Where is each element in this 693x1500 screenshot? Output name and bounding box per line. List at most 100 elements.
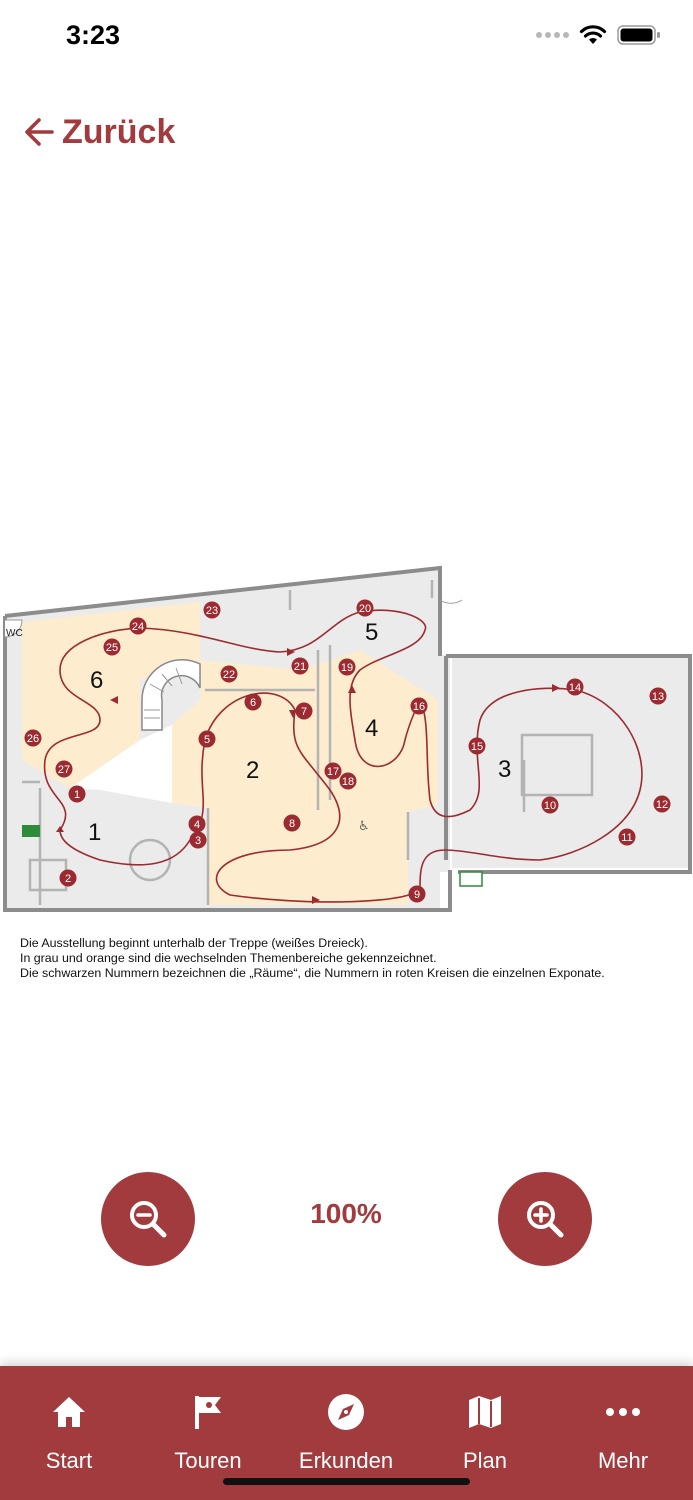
svg-text:9: 9: [414, 889, 420, 901]
exhibit-marker[interactable]: 10: [541, 796, 559, 814]
tab-label: Start: [45, 1448, 93, 1473]
exhibit-marker[interactable]: 20: [356, 599, 374, 617]
wheelchair-icon: ♿: [358, 819, 370, 834]
exhibit-marker[interactable]: 27: [55, 760, 73, 778]
svg-text:11: 11: [621, 832, 632, 844]
zoom-level: 100%: [310, 1198, 382, 1229]
svg-text:16: 16: [413, 701, 425, 713]
svg-text:19: 19: [341, 662, 353, 674]
flag-icon: [188, 1392, 228, 1432]
svg-text:15: 15: [471, 741, 483, 753]
exhibit-marker[interactable]: 7: [295, 702, 313, 720]
zoom-in-icon: [527, 1201, 564, 1238]
exhibit-marker[interactable]: 24: [129, 617, 147, 635]
svg-text:18: 18: [342, 776, 354, 788]
status-bar: 3:23: [0, 0, 693, 80]
tab-label: Plan: [462, 1448, 508, 1473]
zoom-in-button[interactable]: [498, 1172, 592, 1266]
floor-plan-map[interactable]: WC ♿ 1 2 3 4 5 6 1 2 3: [0, 560, 693, 990]
svg-text:10: 10: [544, 800, 556, 812]
exhibit-marker[interactable]: 18: [339, 772, 357, 790]
floor-plan-drawing: WC ♿ 1 2 3 4 5 6 1 2 3: [3, 565, 692, 912]
zoom-out-icon: [130, 1201, 167, 1238]
svg-text:27: 27: [58, 764, 70, 776]
caption-line: Die schwarzen Nummern bezeichnen die „Rä…: [20, 966, 605, 981]
exhibit-marker[interactable]: 4: [188, 815, 206, 833]
svg-text:5: 5: [204, 734, 210, 746]
status-time: 3:23: [66, 20, 121, 50]
wifi-icon: [579, 25, 607, 44]
svg-text:3: 3: [195, 835, 201, 847]
exhibit-marker[interactable]: 2: [59, 869, 77, 887]
exhibit-marker[interactable]: 11: [618, 828, 636, 846]
exhibit-marker[interactable]: 3: [189, 831, 207, 849]
more-icon: [603, 1392, 643, 1432]
tab-touren[interactable]: Touren: [139, 1366, 277, 1500]
caption-line: Die Ausstellung beginnt unterhalb der Tr…: [20, 936, 368, 950]
tab-start[interactable]: Start: [0, 1366, 138, 1500]
tab-plan[interactable]: Plan: [416, 1366, 554, 1500]
svg-text:23: 23: [206, 605, 218, 617]
back-button[interactable]: Zurück: [22, 108, 175, 156]
battery-icon: [617, 25, 660, 45]
svg-text:26: 26: [27, 733, 39, 745]
tab-bar: Start Touren Erkunden Plan Mehr: [0, 1366, 693, 1500]
exhibit-marker[interactable]: 9: [408, 885, 426, 903]
svg-text:22: 22: [223, 669, 235, 681]
svg-text:4: 4: [194, 819, 200, 831]
svg-text:20: 20: [359, 603, 371, 615]
exhibit-marker[interactable]: 17: [324, 762, 342, 780]
arrow-left-icon: [25, 118, 54, 146]
svg-text:17: 17: [327, 766, 339, 778]
svg-text:21: 21: [294, 661, 306, 673]
home-icon: [49, 1392, 89, 1432]
exhibit-marker[interactable]: 23: [203, 601, 221, 619]
compass-icon: [326, 1392, 366, 1432]
exhibit-marker[interactable]: 6: [244, 693, 262, 711]
home-indicator: [223, 1478, 470, 1485]
exhibit-marker[interactable]: 5: [198, 730, 216, 748]
emergency-exit-icon: [22, 825, 40, 837]
svg-text:25: 25: [106, 642, 118, 654]
cellular-signal-icon: [536, 32, 569, 38]
room-label: 3: [498, 756, 511, 783]
svg-text:12: 12: [656, 799, 668, 811]
back-label: Zurück: [62, 112, 176, 151]
exhibit-marker[interactable]: 12: [653, 795, 671, 813]
caption-line: In grau und orange sind die wechselnden …: [20, 951, 437, 966]
exhibit-marker[interactable]: 8: [283, 814, 301, 832]
exhibit-marker[interactable]: 15: [468, 737, 486, 755]
svg-text:2: 2: [65, 873, 71, 885]
exhibit-marker[interactable]: 1: [68, 785, 86, 803]
exhibit-marker[interactable]: 16: [410, 697, 428, 715]
exhibit-marker[interactable]: 13: [649, 687, 667, 705]
exhibit-marker[interactable]: 21: [291, 657, 309, 675]
wc-label: WC: [6, 628, 23, 639]
tab-label: Erkunden: [298, 1448, 394, 1473]
svg-text:1: 1: [74, 789, 80, 801]
svg-text:6: 6: [250, 697, 256, 709]
room-label: 5: [365, 619, 378, 646]
tab-erkunden[interactable]: Erkunden: [277, 1366, 415, 1500]
tab-mehr[interactable]: Mehr: [554, 1366, 692, 1500]
exhibit-marker[interactable]: 22: [220, 665, 238, 683]
svg-text:7: 7: [301, 706, 307, 718]
zoom-out-button[interactable]: [101, 1172, 195, 1266]
tab-label: Touren: [174, 1448, 242, 1473]
tab-label: Mehr: [597, 1448, 649, 1473]
room-label: 6: [90, 667, 103, 694]
exhibit-marker[interactable]: 26: [24, 729, 42, 747]
room-label: 4: [365, 715, 378, 742]
exhibit-marker[interactable]: 14: [566, 678, 584, 696]
map-legend-caption: Die Ausstellung beginnt unterhalb der Tr…: [20, 936, 680, 982]
exhibit-marker[interactable]: 25: [103, 638, 121, 656]
room-label: 2: [246, 757, 259, 784]
svg-text:13: 13: [652, 691, 664, 703]
room-label: 1: [88, 819, 101, 846]
exhibit-marker[interactable]: 19: [338, 658, 356, 676]
svg-text:14: 14: [569, 682, 581, 694]
status-icons: [536, 24, 661, 46]
svg-text:8: 8: [289, 818, 295, 830]
map-icon: [465, 1392, 505, 1432]
svg-text:24: 24: [132, 621, 144, 633]
